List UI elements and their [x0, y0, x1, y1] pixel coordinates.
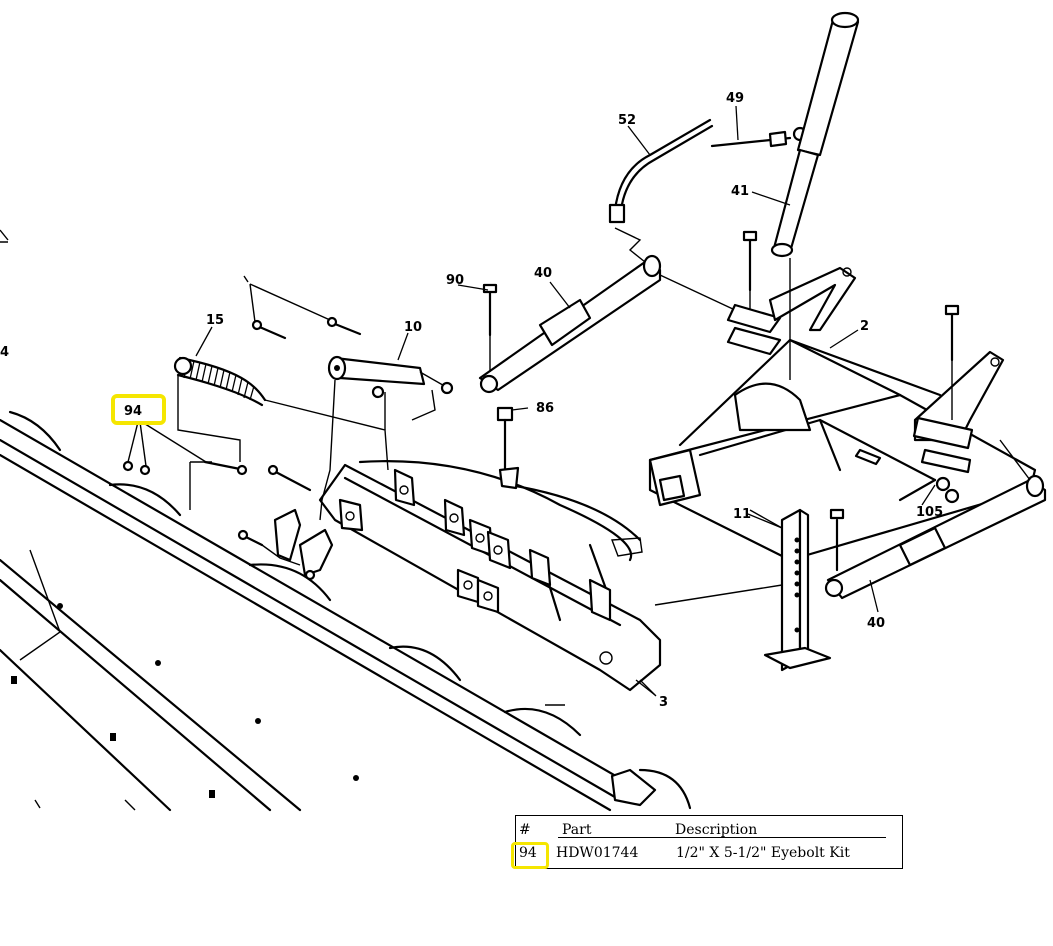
callout-40-upper: 40	[534, 266, 552, 281]
cylinder-40-upper	[478, 227, 736, 394]
callout-11: 11	[733, 507, 751, 522]
callout-2: 2	[860, 319, 869, 334]
row-part-code: HDW01744	[556, 845, 639, 861]
callout-41: 41	[731, 184, 749, 199]
hitch-frame	[648, 230, 1037, 562]
parts-table	[515, 815, 903, 869]
svg-text:4: 4	[0, 345, 9, 360]
row-part-number: 94	[519, 845, 537, 861]
callout-94: 94	[124, 404, 142, 419]
row-part-description: 1/2" X 5-1/2" Eyebolt Kit	[676, 845, 850, 861]
jack-41	[770, 11, 860, 258]
callout-labels: 94 15 10 90 40 52 49 41 2 86 11 105 40 3	[124, 91, 943, 710]
callout-52: 52	[618, 113, 636, 128]
header-number: #	[519, 822, 531, 838]
pivot-links	[237, 464, 334, 581]
callout-3: 3	[659, 695, 668, 710]
pin-49	[710, 126, 808, 148]
cylinder-40-lower	[824, 439, 1047, 600]
callout-40-lower: 40	[867, 616, 885, 631]
cylinder-10	[243, 275, 454, 521]
blade-assembly: 4	[0, 229, 692, 812]
callout-86: 86	[536, 401, 554, 416]
parts-table-header-rule	[558, 837, 886, 838]
header-description: Description	[675, 822, 758, 838]
callout-90: 90	[446, 273, 464, 288]
bolt-86	[496, 406, 520, 490]
callout-15: 15	[206, 313, 224, 328]
callout-105: 105	[916, 505, 943, 520]
a-frame	[318, 460, 662, 696]
callout-10: 10	[404, 320, 422, 335]
row-number-highlight	[511, 842, 549, 869]
stand-11	[654, 508, 832, 672]
callout-94-highlight	[111, 394, 166, 425]
handle-52	[608, 118, 714, 224]
leader-lines	[195, 105, 936, 697]
callout-49: 49	[726, 91, 744, 106]
header-part: Part	[562, 822, 592, 838]
